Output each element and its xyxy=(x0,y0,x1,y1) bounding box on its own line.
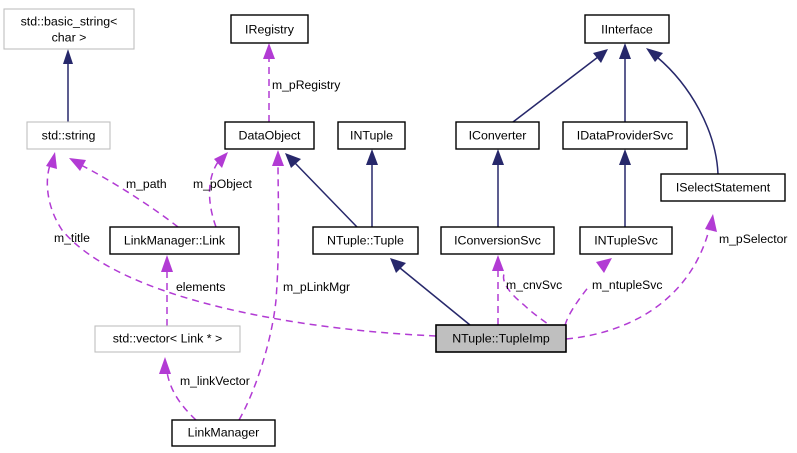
node-box-iregistry[interactable] xyxy=(230,14,309,44)
edge-iselectstatement-to-iinterface xyxy=(646,48,719,175)
node-dataobject[interactable]: DataObject xyxy=(224,121,315,150)
edge-linkmanager-to-vector-m-linkvector xyxy=(159,357,197,421)
node-box-intuplesvc[interactable] xyxy=(579,226,673,255)
edge-idataprovidersvc-to-iinterface xyxy=(619,43,631,122)
node-label-intuple: INTuple xyxy=(350,128,393,142)
edge-label-m-pobject: m_pObject xyxy=(193,177,253,191)
edge-ntupletuple-to-intuple xyxy=(366,149,378,227)
node-label-dataobject: DataObject xyxy=(239,128,302,142)
node-box-iconverter[interactable] xyxy=(455,121,540,150)
edge-ntupletuple-to-dataobject xyxy=(285,153,358,228)
node-iinterface[interactable]: IInterface xyxy=(584,14,670,44)
node-label-idataprovidersvc: IDataProviderSvc xyxy=(577,128,673,142)
node-std-basic-string[interactable]: std::basic_string< char > xyxy=(3,8,135,50)
edge-intuplesvc-to-idataprovidersvc xyxy=(619,149,631,227)
edge-label-m-path: m_path xyxy=(126,177,167,191)
node-label-std-vector-link: std::vector< Link * > xyxy=(113,331,223,345)
edge-tupleimp-to-iconversionsvc-m-cnvsvc xyxy=(492,255,504,325)
node-box-iselectstatement[interactable] xyxy=(660,173,786,202)
node-intuple[interactable]: INTuple xyxy=(337,121,406,150)
node-label-std-basic-string-line1: std::basic_string< xyxy=(21,14,118,28)
edge-tupleimp-to-string-m-title xyxy=(46,152,437,337)
node-ntuple-tuple[interactable]: NTuple::Tuple xyxy=(312,226,419,255)
edge-dataobject-to-iregistry xyxy=(263,43,275,122)
edge-link-to-dataobject-m-pobject xyxy=(208,152,228,228)
edge-tupleimp-to-iselectstatement-m-pselector xyxy=(565,214,717,340)
edge-label-elements: elements xyxy=(176,280,225,294)
edge-std-string-to-basic-string xyxy=(63,49,73,122)
node-label-intuplesvc: INTupleSvc xyxy=(594,233,658,247)
edge-label-m-linkvector: m_linkVector xyxy=(180,374,250,388)
edge-label-m-ntuplesvc: m_ntupleSvc xyxy=(592,278,662,292)
edge-label-m-plinkmgr: m_pLinkMgr xyxy=(283,280,350,294)
node-std-vector-link[interactable]: std::vector< Link * > xyxy=(94,325,241,353)
node-label-linkmanager-link: LinkManager::Link xyxy=(124,233,226,247)
node-iselectstatement[interactable]: ISelectStatement xyxy=(660,173,786,202)
node-label-ntuple-tupleimp: NTuple::TupleImp xyxy=(452,331,550,345)
edge-vector-to-link-elements xyxy=(161,255,173,326)
node-box-iinterface[interactable] xyxy=(584,14,670,44)
node-linkmanager[interactable]: LinkManager xyxy=(171,419,276,447)
node-ntuple-tupleimp[interactable]: NTuple::TupleImp xyxy=(435,324,567,353)
node-box-linkmanager[interactable] xyxy=(171,419,276,447)
node-iconverter[interactable]: IConverter xyxy=(455,121,540,150)
node-label-iinterface: IInterface xyxy=(601,22,653,36)
node-box-std-vector-link[interactable] xyxy=(94,325,241,353)
node-label-iselectstatement: ISelectStatement xyxy=(676,180,771,194)
node-label-iconverter: IConverter xyxy=(469,128,527,142)
node-label-std-string: std::string xyxy=(42,128,96,142)
node-box-ntuple-tuple[interactable] xyxy=(312,226,419,255)
node-linkmanager-link[interactable]: LinkManager::Link xyxy=(109,226,240,255)
node-iconversionsvc[interactable]: IConversionSvc xyxy=(440,226,555,255)
node-box-linkmanager-link[interactable] xyxy=(109,226,240,255)
edge-tupleimp-to-ntupletuple xyxy=(390,258,471,326)
edge-iconversionsvc-to-iconverter xyxy=(492,149,504,227)
edge-labels-layer: m_pRegistry m_path m_pObject m_title ele… xyxy=(54,78,787,388)
node-label-ntuple-tuple: NTuple::Tuple xyxy=(327,233,404,247)
node-label-std-basic-string-line2: char > xyxy=(52,30,87,44)
edge-label-m-title: m_title xyxy=(54,231,90,245)
node-iregistry[interactable]: IRegistry xyxy=(230,14,309,44)
edge-label-m-pselector: m_pSelector xyxy=(719,232,787,246)
edge-label-m-cnvsvc: m_cnvSvc xyxy=(506,278,562,292)
edge-link-to-string-m-path xyxy=(69,158,179,228)
node-box-std-string[interactable] xyxy=(26,121,111,150)
node-intuplesvc[interactable]: INTupleSvc xyxy=(579,226,673,255)
edge-iconverter-to-iinterface xyxy=(512,49,608,123)
edge-label-m-pregistry: m_pRegistry xyxy=(272,78,341,92)
node-idataprovidersvc[interactable]: IDataProviderSvc xyxy=(562,121,688,150)
node-label-linkmanager: LinkManager xyxy=(188,425,260,439)
node-box-ntuple-tupleimp[interactable] xyxy=(435,324,567,353)
node-label-iregistry: IRegistry xyxy=(245,22,295,36)
node-box-dataobject[interactable] xyxy=(224,121,315,150)
nodes-layer: std::basic_string< char > IRegistry IInt… xyxy=(3,8,786,447)
edge-linkmanager-to-dataobject-m-plinkmgr xyxy=(238,150,284,421)
node-box-idataprovidersvc[interactable] xyxy=(562,121,688,150)
edges-layer xyxy=(46,43,719,421)
node-std-string[interactable]: std::string xyxy=(26,121,111,150)
node-box-intuple[interactable] xyxy=(337,121,406,150)
node-label-iconversionsvc: IConversionSvc xyxy=(454,233,541,247)
node-box-iconversionsvc[interactable] xyxy=(440,226,555,255)
node-box-std-basic-string[interactable] xyxy=(3,8,135,50)
